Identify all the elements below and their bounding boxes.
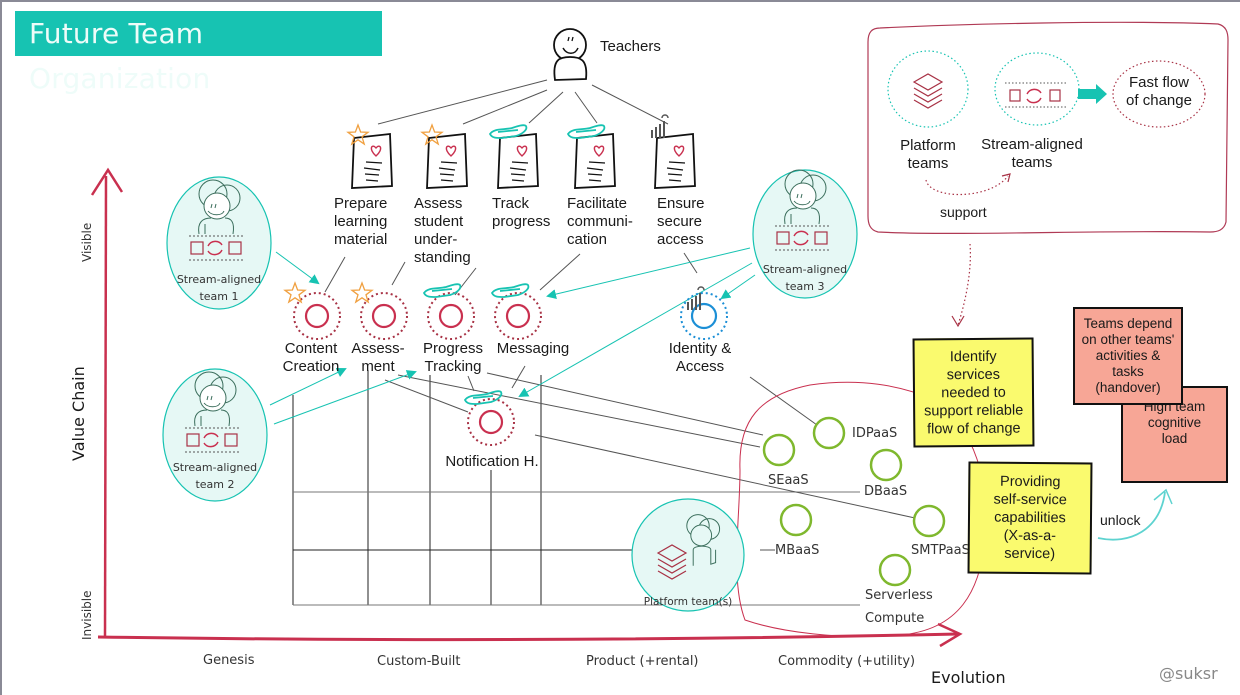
stream-flow-icon [1005,82,1067,108]
service-label-idpaas: IDPaaS [852,426,898,441]
stream-aligned-team-3 [752,169,858,299]
evolution-stage-commodity: Commodity (+utility) [778,654,916,669]
team-label-platform: Platform team(s) [643,596,733,608]
teacher-connection-lines [377,79,669,125]
evolution-stage-product: Product (+rental) [586,654,699,669]
teacher-person-icon [553,28,588,81]
component-label-notification-hub: Notification H. [445,453,539,470]
need-document-icon [654,133,696,189]
legend-label-support: support [940,204,987,220]
dbaas-circle [869,448,903,482]
idpaas-circle [812,416,846,450]
team-arrows [269,247,756,425]
component-label-messaging: Messaging [496,340,570,357]
evolution-stage-custom-built: Custom-Built [377,654,461,669]
smtpaas-circle [912,504,946,538]
hand-icon [423,283,462,298]
component-content-creation [284,282,341,340]
value-chain-axis-title: Value Chain [69,366,88,461]
need-document-icon [351,133,393,189]
component-assessment [351,282,408,340]
need-document-icon [574,133,616,189]
service-label-compute: Compute [865,611,925,626]
hand-icon [464,390,503,405]
stream-aligned-team-1 [166,176,272,310]
service-label-seaas: SEaaS [768,473,809,488]
evolution-axis [97,632,959,642]
component-label-identity-access: Identity &Access [668,340,732,375]
right-arrow-icon [1078,84,1107,104]
evolution-stage-genesis: Genesis [203,653,255,668]
stream-aligned-team-2 [162,368,268,502]
evolution-axis-title: Evolution [931,668,1006,687]
axis-label-visible: Visible [80,222,94,262]
hand-icon [491,283,530,298]
need-component-lines [324,252,916,551]
component-messaging [491,283,542,340]
legend-down-arrow [957,243,971,326]
support-arrow [925,175,1009,196]
teachers-label: Teachers [600,38,661,55]
legend-platform-outline [887,50,969,128]
component-label-assessment: Assess-ment [351,340,405,375]
unlock-label: unlock [1100,512,1141,528]
author-credit: @suksr [1159,664,1218,683]
legend-fast-flow-outline [1112,60,1206,128]
layers-icon [913,73,943,109]
legend-box [867,21,1229,235]
component-notification-hub [464,390,515,446]
seaas-circle [762,433,796,467]
service-circles [762,416,946,587]
component-identity-access [680,286,728,340]
serverless-circle [878,553,912,587]
platform-team [631,498,745,612]
mbaas-circle [779,503,813,537]
value-chain-grid [292,370,860,606]
wrench-icon [651,114,669,139]
service-label-dbaas: DBaaS [864,484,908,499]
value-chain-axis [103,175,108,639]
service-label-smtpaas: SMTPaaS [911,543,970,558]
need-document-icon [497,133,539,189]
component-progress-tracking [423,283,475,340]
service-label-mbaas: MBaaS [775,543,820,558]
unlock-arrow [1097,491,1166,541]
axis-label-invisible: Invisible [80,590,94,641]
page-title: Future Team Organization [15,11,382,95]
need-document-icon [426,133,468,189]
service-label-serverless: Serverless [865,588,933,603]
